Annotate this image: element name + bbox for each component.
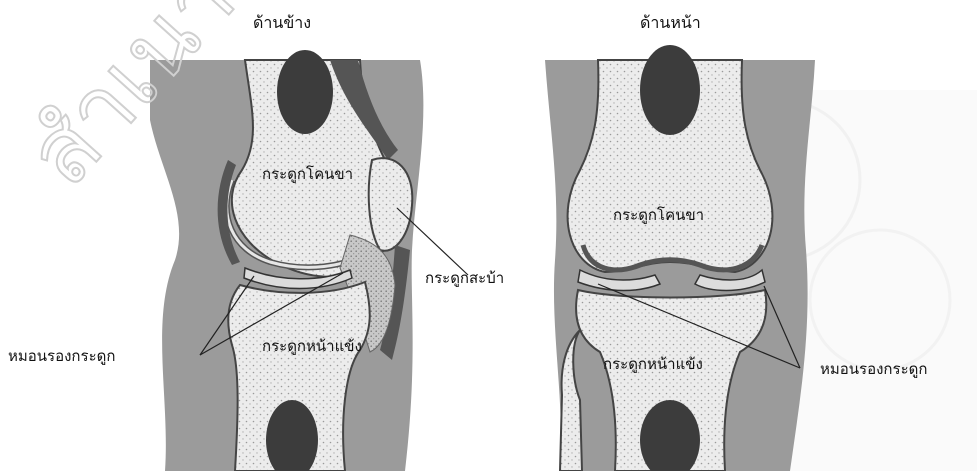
front-femur-marrow — [640, 45, 700, 135]
front-meniscus-label: หมอนรองกระดูก — [820, 357, 927, 381]
side-patella-label: กระดูกสะบ้า — [425, 266, 504, 290]
side-tibia-label: กระดูกหน้าแข้ง — [262, 334, 362, 358]
side-meniscus-label: หมอนรองกระดูก — [8, 344, 115, 368]
side-view — [150, 50, 423, 471]
front-view-title: ด้านหน้า — [640, 11, 701, 36]
side-femur-label: กระดูกโคนขา — [262, 162, 353, 186]
front-femur-label: กระดูกโคนขา — [613, 203, 704, 227]
front-view — [545, 45, 815, 471]
front-tibia-label: กระดูกหน้าแข้ง — [603, 352, 703, 376]
side-femur-marrow — [277, 50, 333, 134]
side-view-title: ด้านข้าง — [253, 11, 311, 36]
